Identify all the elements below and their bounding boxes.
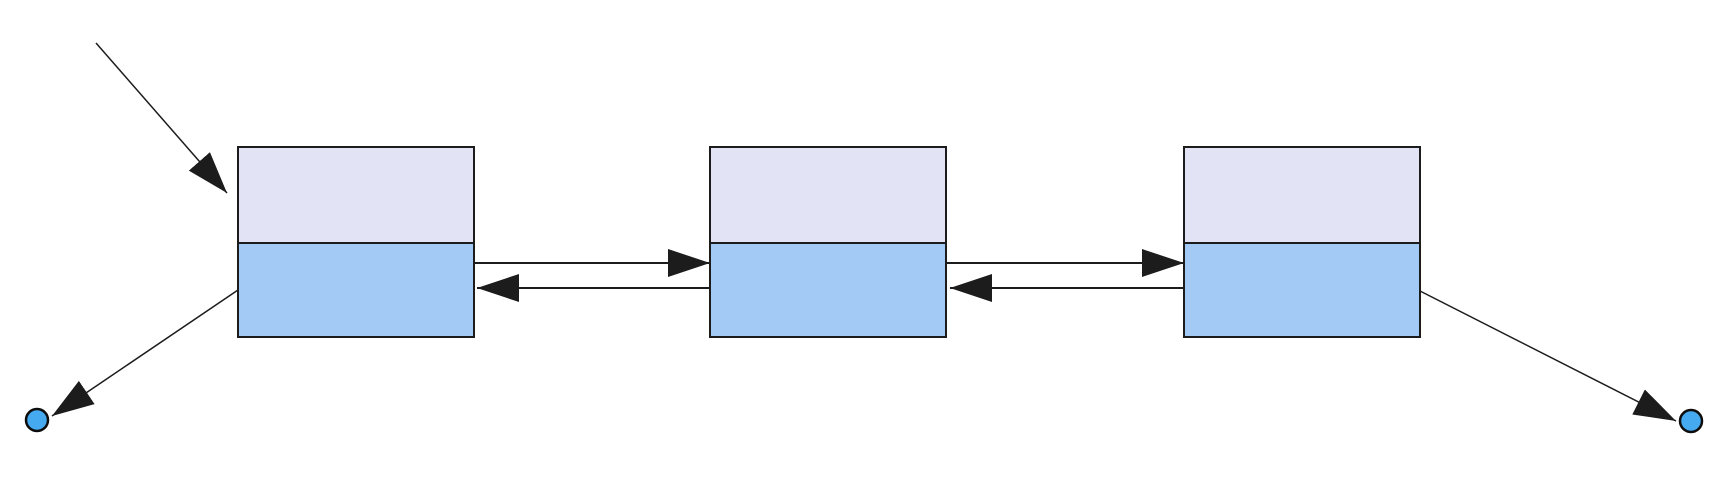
null-terminator-left — [24, 407, 50, 433]
node-2-data-field — [709, 146, 947, 244]
node-2-pointer-field — [709, 242, 947, 338]
list-node-1 — [237, 146, 475, 338]
list-node-2 — [709, 146, 947, 338]
head-pointer-arrow — [95, 42, 228, 194]
node-1-data-field — [237, 146, 475, 244]
node-1-pointer-field — [237, 242, 475, 338]
node-3-pointer-field — [1183, 242, 1421, 338]
null-terminator-right — [1678, 408, 1704, 434]
next-null-arrow — [1419, 290, 1677, 422]
node-3-data-field — [1183, 146, 1421, 244]
list-node-3 — [1183, 146, 1421, 338]
prev-null-arrow — [51, 289, 239, 417]
